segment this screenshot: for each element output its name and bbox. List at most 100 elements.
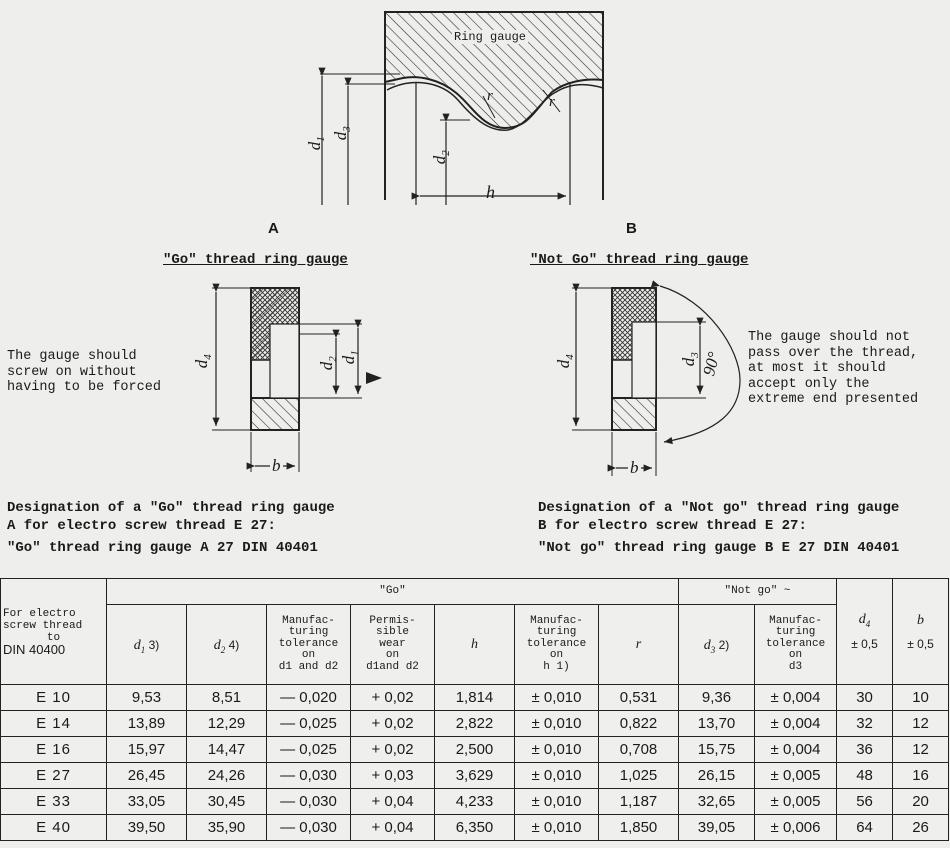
dim-d4-a: d4 bbox=[191, 354, 215, 369]
cell-tol-d3: ± 0,006 bbox=[754, 814, 838, 841]
col-b-header: b ± 0,5 bbox=[892, 578, 950, 685]
dim-b-a: b bbox=[270, 456, 283, 476]
cell-b: 20 bbox=[892, 788, 950, 815]
dim-d1-top: d1 bbox=[304, 136, 328, 151]
cell-tol-d3: ± 0,005 bbox=[754, 788, 838, 815]
cell-tol-d3: ± 0,005 bbox=[754, 762, 838, 789]
col-d4-header: d4 ± 0,5 bbox=[836, 578, 894, 685]
col-wear-header: Permis- sible wear on d1and d2 bbox=[350, 604, 435, 685]
gauge-a-designation: Designation of a "Go" thread ring gauge … bbox=[7, 500, 335, 534]
cell-r: 1,850 bbox=[597, 814, 680, 841]
cell-b: 12 bbox=[892, 710, 950, 737]
cell-d2: 8,51 bbox=[186, 684, 267, 711]
gauge-b-note: The gauge should not pass over the threa… bbox=[748, 330, 919, 407]
cell-thread: E 27 bbox=[0, 762, 107, 789]
col-r-header: r bbox=[597, 604, 680, 685]
ring-gauge-figure bbox=[318, 11, 604, 205]
cell-d3: 9,36 bbox=[678, 684, 756, 711]
col-thread-header: For electro screw thread to DIN 40400 bbox=[0, 578, 107, 685]
col-tol-d-header: Manufac- turing tolerance on d1 and d2 bbox=[266, 604, 351, 685]
cell-tol-d: — 0,030 bbox=[266, 788, 351, 815]
col-tol-h-header: Manufac- turing tolerance on h 1) bbox=[514, 604, 599, 685]
cell-d3: 32,65 bbox=[678, 788, 756, 815]
go-group-header: "Go" bbox=[105, 578, 680, 605]
dim-d2-top: d2 bbox=[429, 150, 453, 165]
gauge-b-letter: B bbox=[626, 220, 637, 237]
cell-thread: E 40 bbox=[0, 814, 107, 841]
cell-thread: E 14 bbox=[0, 710, 107, 737]
col-d3-header: d3 2) bbox=[678, 604, 756, 685]
cell-d3: 13,70 bbox=[678, 710, 756, 737]
gauge-b-drawing bbox=[572, 280, 741, 476]
dim-b-b: b bbox=[628, 458, 641, 478]
cell-r: 0,822 bbox=[597, 710, 680, 737]
dim-d3-b: d3 bbox=[678, 352, 702, 367]
cell-b: 16 bbox=[892, 762, 950, 789]
cell-tol-h: ± 0,010 bbox=[514, 762, 599, 789]
cell-tol-d: — 0,025 bbox=[266, 736, 351, 763]
cell-r: 1,187 bbox=[597, 788, 680, 815]
gauge-a-note: The gauge should screw on without having… bbox=[7, 349, 161, 395]
cell-thread: E 33 bbox=[0, 788, 107, 815]
cell-d2: 12,29 bbox=[186, 710, 267, 737]
cell-tol-d: — 0,025 bbox=[266, 710, 351, 737]
cell-thread: E 10 bbox=[0, 684, 107, 711]
cell-d1: 15,97 bbox=[106, 736, 187, 763]
dim-d2-a: d2 bbox=[316, 356, 340, 371]
cell-wear: + 0,04 bbox=[350, 788, 435, 815]
cell-h: 3,629 bbox=[434, 762, 515, 789]
cell-tol-h: ± 0,010 bbox=[514, 788, 599, 815]
cell-d4: 64 bbox=[836, 814, 894, 841]
cell-wear: + 0,02 bbox=[350, 684, 435, 711]
cell-tol-d: — 0,020 bbox=[266, 684, 351, 711]
cell-wear: + 0,03 bbox=[350, 762, 435, 789]
cell-d2: 14,47 bbox=[186, 736, 267, 763]
gauge-a-example: "Go" thread ring gauge A 27 DIN 40401 bbox=[7, 540, 318, 556]
ring-gauge-label: Ring gauge bbox=[452, 30, 529, 44]
gauge-b-designation: Designation of a "Not go" thread ring ga… bbox=[538, 500, 900, 534]
cell-d1: 33,05 bbox=[106, 788, 187, 815]
cell-d1: 13,89 bbox=[106, 710, 187, 737]
dim-d4-b: d4 bbox=[553, 354, 577, 369]
cell-d4: 36 bbox=[836, 736, 894, 763]
cell-thread: E 16 bbox=[0, 736, 107, 763]
cell-tol-d3: ± 0,004 bbox=[754, 710, 838, 737]
cell-tol-d: — 0,030 bbox=[266, 762, 351, 789]
cell-r: 0,531 bbox=[597, 684, 680, 711]
cell-h: 1,814 bbox=[434, 684, 515, 711]
cell-tol-h: ± 0,010 bbox=[514, 710, 599, 737]
cell-d2: 30,45 bbox=[186, 788, 267, 815]
cell-d4: 30 bbox=[836, 684, 894, 711]
dim-r-top-2: r bbox=[549, 94, 555, 110]
notgo-group-header: "Not go" ~ bbox=[678, 578, 838, 605]
col-h-header: h bbox=[434, 604, 515, 685]
cell-b: 10 bbox=[892, 684, 950, 711]
dim-d1-a: d1 bbox=[338, 350, 362, 365]
gauge-a-drawing bbox=[212, 283, 382, 472]
cell-h: 2,822 bbox=[434, 710, 515, 737]
cell-d1: 9,53 bbox=[106, 684, 187, 711]
dim-h-top: h bbox=[486, 182, 495, 202]
cell-d4: 48 bbox=[836, 762, 894, 789]
cell-tol-h: ± 0,010 bbox=[514, 736, 599, 763]
gauge-b-example: "Not go" thread ring gauge B E 27 DIN 40… bbox=[538, 540, 900, 556]
gauge-spec-table: For electro screw thread to DIN 40400 "G… bbox=[0, 578, 950, 841]
cell-b: 26 bbox=[892, 814, 950, 841]
dim-r-top-1: r bbox=[487, 88, 493, 104]
cell-d1: 26,45 bbox=[106, 762, 187, 789]
cell-r: 0,708 bbox=[597, 736, 680, 763]
cell-h: 6,350 bbox=[434, 814, 515, 841]
cell-tol-d3: ± 0,004 bbox=[754, 684, 838, 711]
cell-d4: 56 bbox=[836, 788, 894, 815]
col-d1-header: d1 3) bbox=[106, 604, 187, 685]
cell-wear: + 0,02 bbox=[350, 710, 435, 737]
cell-d3: 15,75 bbox=[678, 736, 756, 763]
cell-d2: 24,26 bbox=[186, 762, 267, 789]
